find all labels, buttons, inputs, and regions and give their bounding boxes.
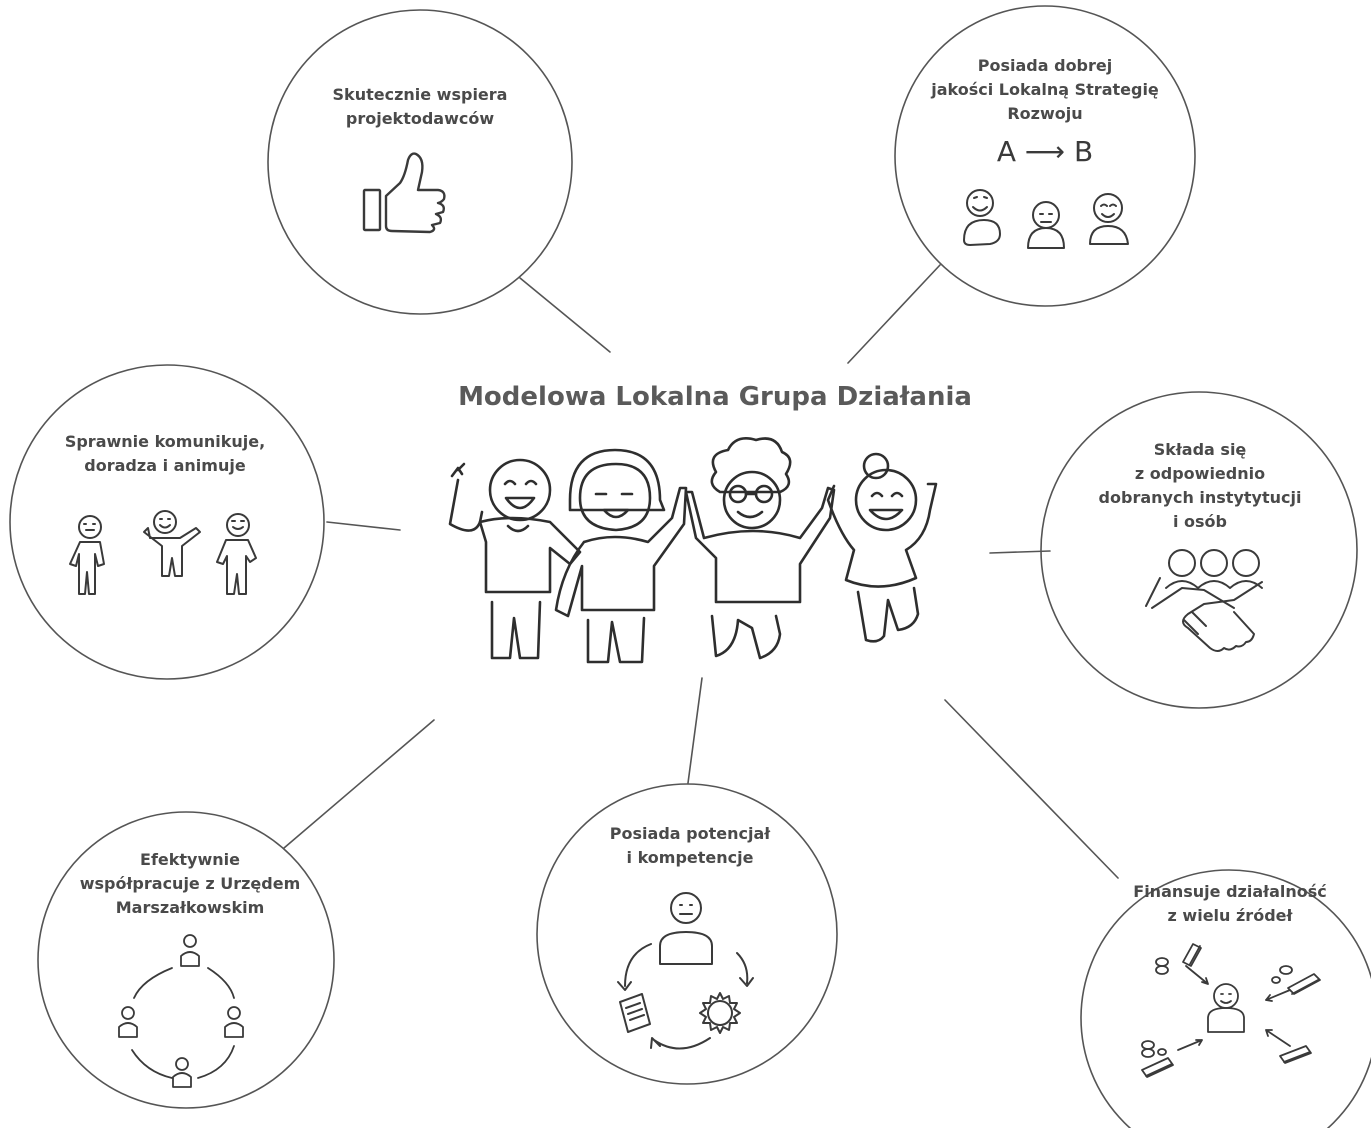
handshake-icon	[1145, 549, 1263, 652]
node-label-line: Posiada potencjał	[609, 824, 771, 843]
node-label-line: i kompetencje	[626, 848, 754, 867]
node-label-composed: Składa się z odpowiednio dobranych insty…	[1080, 438, 1320, 534]
node-label-line: dobranych instytytucji	[1098, 488, 1302, 507]
node-label-line: Posiada dobrej	[977, 56, 1113, 75]
node-label-strategy: Posiada dobrej jakości Lokalną Strategię…	[905, 54, 1185, 126]
node-label-line: z odpowiednio	[1134, 464, 1266, 483]
connector-cooperate	[283, 719, 435, 849]
connector-support	[519, 277, 611, 353]
node-label-cooperate: Efektywnie współpracuje z Urzędem Marsza…	[65, 848, 315, 920]
communicating-people-icon	[69, 510, 257, 595]
node-label-line: Finansuje działalność	[1133, 882, 1327, 901]
connector-lines	[283, 264, 1119, 879]
node-circle-finance	[1080, 869, 1371, 1132]
diagram-title: Modelowa Lokalna Grupa Działania	[458, 382, 972, 412]
node-label-line: projektodawców	[345, 109, 495, 128]
node-label-finance: Finansuje działalność z wielu źródeł	[1115, 880, 1345, 928]
node-label-line: doradza i animuje	[84, 456, 246, 475]
node-label-line: i osób	[1172, 512, 1227, 531]
thumbs-up-icon	[362, 152, 446, 234]
connector-communicate	[326, 521, 401, 531]
happy-group-icon	[448, 437, 938, 664]
node-circle-support	[267, 9, 573, 315]
node-label-line: Skutecznie wspiera	[332, 85, 508, 104]
node-label-line: Marszałkowskim	[115, 898, 265, 917]
node-circle-cooperate	[37, 811, 335, 1109]
strategy-arrow-label: A ⟶ B	[996, 135, 1094, 168]
node-label-line: jakości Lokalną Strategię	[931, 80, 1159, 99]
node-label-communicate: Sprawnie komunikuje, doradza i animuje	[40, 430, 290, 478]
connector-potential	[687, 677, 703, 784]
node-circle-strategy	[894, 5, 1196, 307]
node-label-line: Sprawnie komunikuje,	[64, 432, 266, 451]
node-circle-communicate	[9, 364, 325, 680]
node-label-line: Składa się	[1153, 440, 1247, 459]
node-label-line: współpracuje z Urzędem	[79, 874, 301, 893]
node-label-potential: Posiada potencjał i kompetencje	[565, 822, 815, 870]
person-cycle-icon	[617, 892, 754, 1050]
node-label-line: z wielu źródeł	[1167, 906, 1293, 925]
node-label-line: Rozwoju	[1007, 104, 1083, 123]
node-circle-composed	[1040, 391, 1358, 709]
cycle-people-icon	[118, 934, 244, 1088]
node-label-support: Skutecznie wspiera projektodawców	[300, 83, 540, 131]
node-circle-potential	[536, 783, 838, 1085]
node-label-line: Efektywnie	[140, 850, 240, 869]
people-faces-icon	[963, 189, 1129, 249]
connector-strategy	[847, 264, 941, 364]
connector-composed	[989, 550, 1051, 554]
money-flow-icon	[1141, 943, 1321, 1078]
connector-finance	[944, 699, 1119, 879]
